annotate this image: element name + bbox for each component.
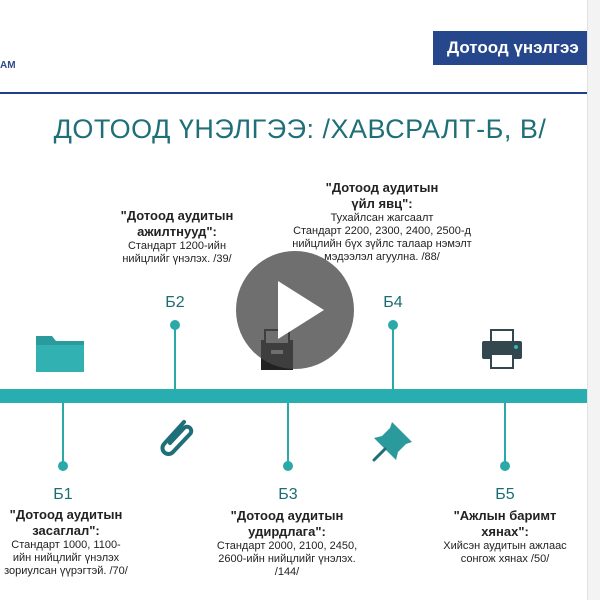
b5-code: Б5 — [495, 486, 515, 503]
b5-body-line2: сонгож хянах /50/ — [460, 553, 550, 565]
b2-title-line1: "Дотоод аудитын — [120, 208, 234, 223]
play-icon[interactable] — [278, 281, 324, 339]
b2-dot — [170, 320, 180, 330]
b4-code: Б4 — [383, 294, 403, 311]
b1-code: Б1 — [53, 486, 73, 503]
b3-text: "Дотоод аудитын удирдлага": Стандарт 200… — [197, 508, 377, 579]
logo: АМ — [0, 60, 16, 71]
b2-stem — [174, 326, 176, 389]
b4-title-line2: үйл явц": — [351, 196, 413, 211]
b3-body-line3: /144/ — [274, 566, 300, 578]
b5-text: "Ажлын баримт хянах": Хийсэн аудитын ажл… — [420, 508, 590, 566]
paperclip-icon — [160, 420, 194, 456]
timeline-bar — [0, 389, 588, 403]
b4-body-line4: мэдээлэл агуулна. /88/ — [324, 251, 440, 263]
b4-body-line1: Тухайлсан жагсаалт — [330, 212, 434, 224]
b5-body-line1: Хийсэн аудитын ажлаас — [443, 540, 567, 552]
b3-body-line1: Стандарт 2000, 2100, 2450, — [216, 540, 358, 552]
b4-text: "Дотоод аудитын үйл явц": Тухайлсан жагс… — [282, 180, 482, 264]
b3-title-line1: "Дотоод аудитын — [230, 508, 344, 523]
b2-body-line1: Стандарт 1200-ийн — [127, 240, 227, 252]
b5-dot — [500, 461, 510, 471]
b2-text: "Дотоод аудитын ажилтнууд": Стандарт 120… — [97, 208, 257, 266]
b3-body-line2: 2600-ийн нийцлийг үнэлэх. — [218, 553, 356, 565]
b1-dot — [58, 461, 68, 471]
b4-dot — [388, 320, 398, 330]
printer-icon — [482, 329, 522, 369]
folder-icon — [36, 336, 84, 372]
b1-stem — [62, 403, 64, 465]
b1-body-line2: ийн нийцлийг үнэлэх — [12, 552, 120, 564]
b3-code: Б3 — [278, 486, 298, 503]
right-edge — [587, 0, 600, 600]
pushpin-icon — [372, 422, 412, 462]
b5-title-line1: "Ажлын баримт — [453, 508, 557, 523]
header-divider — [0, 92, 588, 94]
b1-text: "Дотоод аудитын засаглал": Стандарт 1000… — [0, 507, 132, 578]
b1-title-line1: "Дотоод аудитын — [9, 507, 123, 522]
b4-body-line2: Стандарт 2200, 2300, 2400, 2500-д — [293, 225, 471, 237]
b3-dot — [283, 461, 293, 471]
b4-title-line1: "Дотоод аудитын — [325, 180, 439, 195]
slide-header: АМ Дотоод үнэлгээ — [0, 0, 600, 92]
b1-title-line2: засаглал": — [32, 523, 100, 538]
b1-body-line1: Стандарт 1000, 1100- — [11, 539, 121, 551]
b5-title-line2: хянах": — [481, 524, 529, 539]
b4-body-line3: нийцлийн бүх зүйлс талаар нэмэлт — [292, 238, 472, 250]
slide-title: ДОТООД ҮНЭЛГЭЭ: /ХАВСРАЛТ-Б, В/ — [53, 114, 547, 144]
b5-stem — [504, 403, 506, 465]
b2-code: Б2 — [165, 294, 185, 311]
b1-body-line3: зориулсан үүрэгтэй. /70/ — [4, 565, 128, 577]
b2-body-line2: нийцлийг үнэлэх. /39/ — [122, 253, 232, 265]
b3-title-line2: удирдлага": — [248, 524, 326, 539]
b2-title-line2: ажилтнууд": — [137, 224, 217, 239]
header-banner: Дотоод үнэлгээ — [433, 31, 600, 65]
b3-stem — [287, 403, 289, 465]
b4-stem — [392, 326, 394, 389]
